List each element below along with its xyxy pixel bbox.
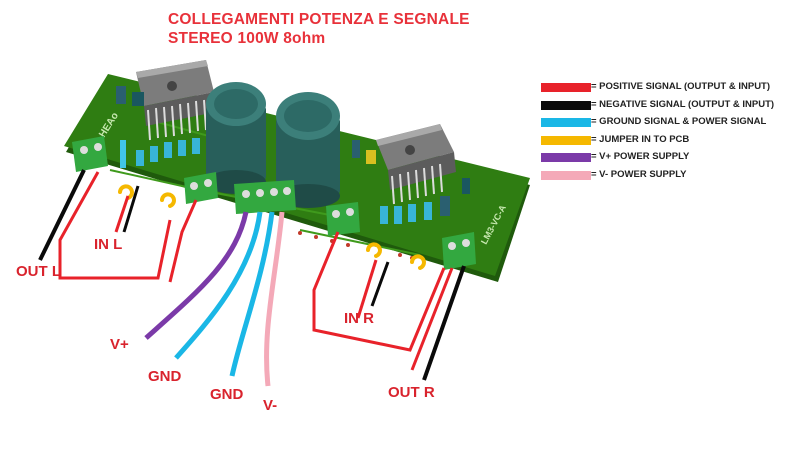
ic-pins-right	[391, 163, 443, 205]
title-line-2: STEREO 100W 8ohm	[168, 30, 326, 47]
capacitor-2	[276, 92, 340, 208]
wire-out-r-positive	[410, 267, 454, 371]
legend-label: = POSITIVE SIGNAL (OUTPUT & INPUT)	[591, 81, 771, 92]
label-gnd-2: GND	[210, 386, 244, 403]
legend-swatch	[541, 100, 591, 110]
capacitor-1	[206, 82, 266, 194]
label-in-r: IN R	[344, 310, 374, 327]
legend-label: = GROUND SIGNAL & POWER SIGNAL	[591, 116, 767, 127]
wire-v-minus	[264, 211, 285, 387]
legend-label: = V- POWER SUPPLY	[591, 168, 687, 180]
wire-in-r-red-2	[356, 259, 378, 319]
terminal-out-l	[72, 136, 108, 172]
label-in-l: IN L	[94, 236, 123, 253]
legend-label: = JUMPER IN TO PCB	[591, 133, 690, 145]
terminal-power	[234, 180, 296, 214]
wire-gnd-1	[174, 211, 263, 360]
wire-in-l-red-2	[114, 195, 130, 233]
wire-in-l-positive	[168, 199, 198, 283]
legend-swatch	[541, 83, 591, 92]
wire-out-l-negative	[38, 169, 86, 261]
label-out-l: OUT L	[16, 263, 61, 280]
label-v-minus: V-	[263, 397, 278, 414]
legend-label: = V+ POWER SUPPLY	[591, 151, 690, 162]
legend-swatch	[541, 135, 591, 145]
legend-swatch	[541, 118, 591, 127]
wire-in-r-positive	[312, 231, 446, 352]
terminal-out-r	[442, 232, 476, 270]
small-components	[116, 86, 470, 224]
legend-swatch	[541, 170, 591, 180]
legend-label: = NEGATIVE SIGNAL (OUTPUT & INPUT)	[591, 98, 775, 110]
wire-in-r-negative	[370, 261, 390, 307]
ic-pins-left	[147, 99, 207, 141]
jumpers	[118, 184, 426, 270]
wire-in-l-negative	[122, 185, 140, 233]
wire-out-l-positive	[58, 171, 172, 280]
title-line-1: COLLEGAMENTI POTENZA E SEGNALE	[168, 11, 470, 28]
wire-v-plus	[144, 211, 249, 340]
terminal-in-l	[184, 172, 218, 204]
wire-out-r-negative	[422, 265, 466, 381]
terminal-in-r	[326, 202, 360, 236]
legend-swatch	[541, 153, 591, 162]
ic-heatsink-right	[376, 124, 456, 190]
ic-heatsink-left	[136, 60, 216, 126]
label-out-r: OUT R	[388, 384, 435, 401]
label-gnd-1: GND	[148, 368, 182, 385]
label-v-plus: V+	[110, 336, 129, 353]
wire-gnd-2	[229, 211, 275, 377]
